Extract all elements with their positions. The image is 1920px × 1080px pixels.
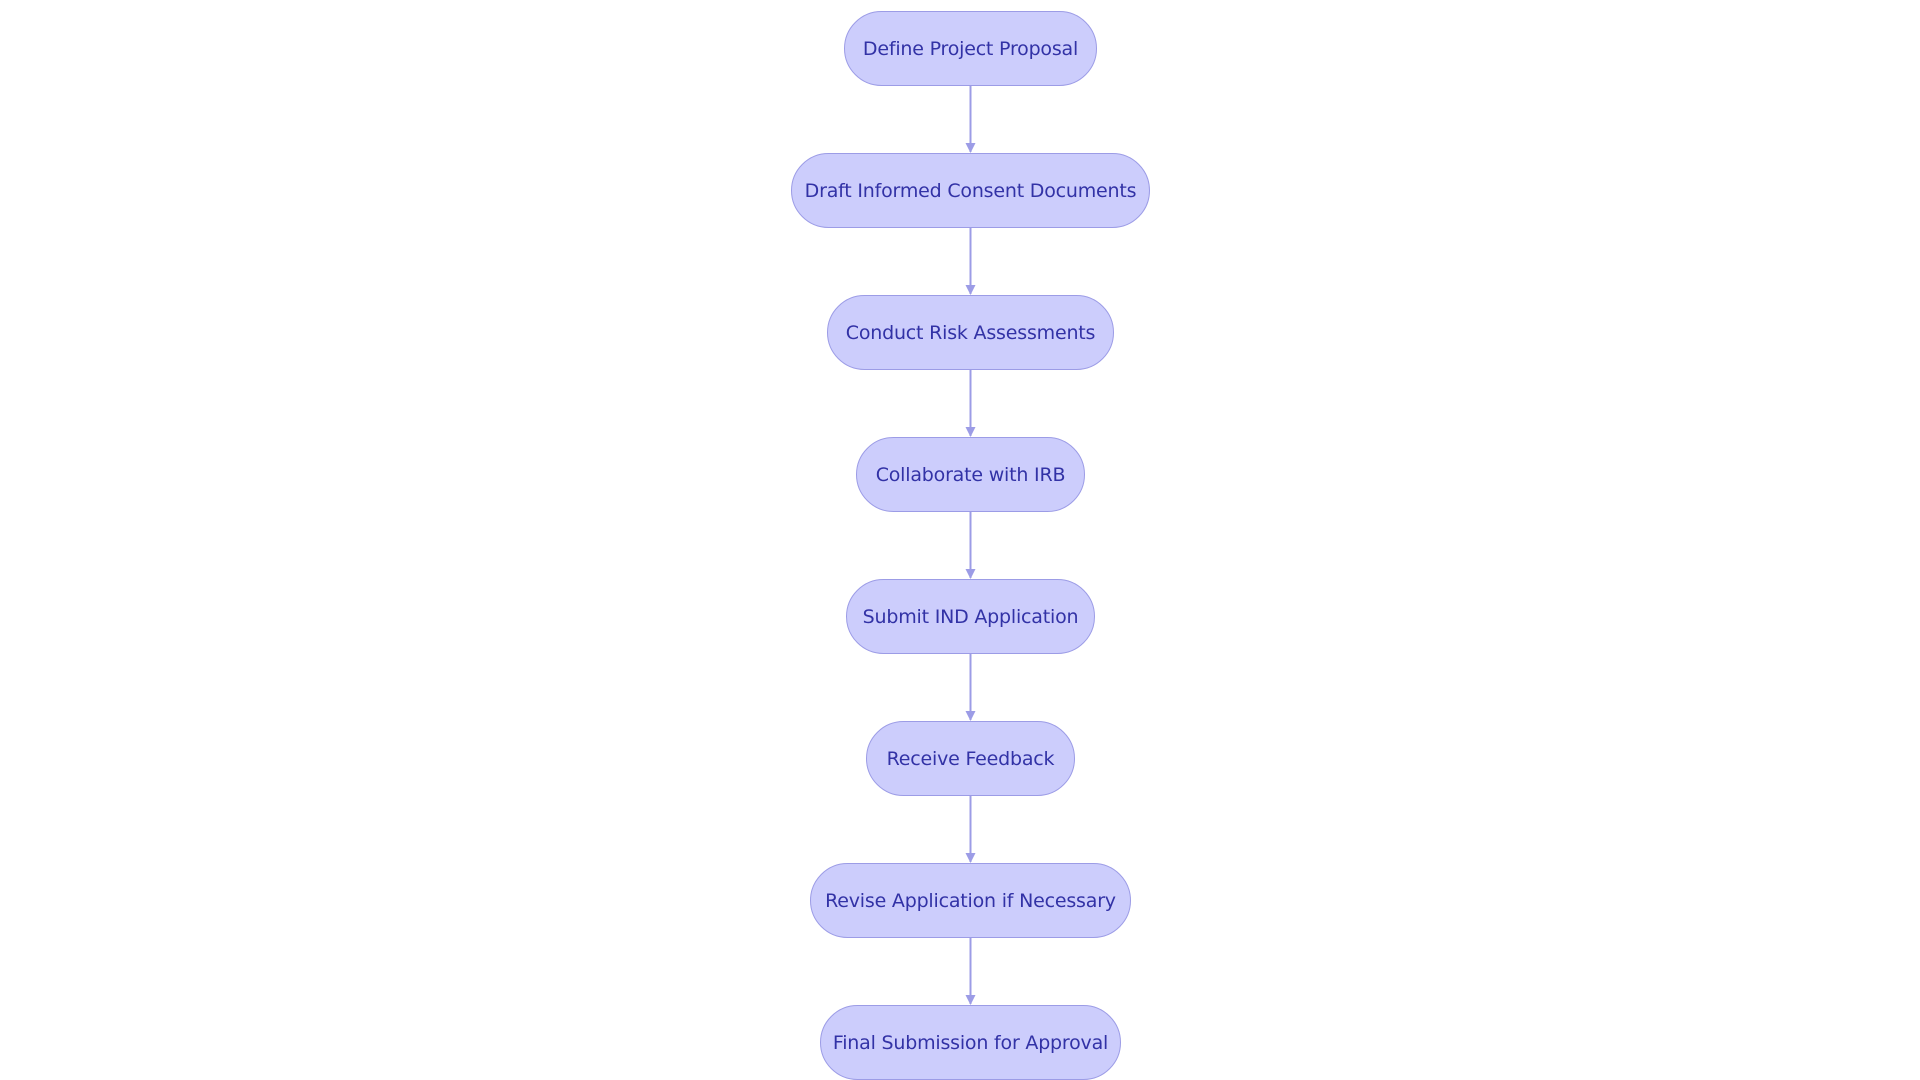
step-receive-feedback: Receive Feedback bbox=[866, 721, 1075, 796]
step-submit-ind-application: Submit IND Application bbox=[846, 579, 1095, 654]
step-collaborate-with-irb: Collaborate with IRB bbox=[856, 437, 1085, 512]
step-draft-informed-consent: Draft Informed Consent Documents bbox=[791, 153, 1150, 228]
step-final-submission: Final Submission for Approval bbox=[820, 1005, 1121, 1080]
step-define-project-proposal: Define Project Proposal bbox=[844, 11, 1097, 86]
step-revise-application: Revise Application if Necessary bbox=[810, 863, 1131, 938]
step-conduct-risk-assessments: Conduct Risk Assessments bbox=[827, 295, 1114, 370]
